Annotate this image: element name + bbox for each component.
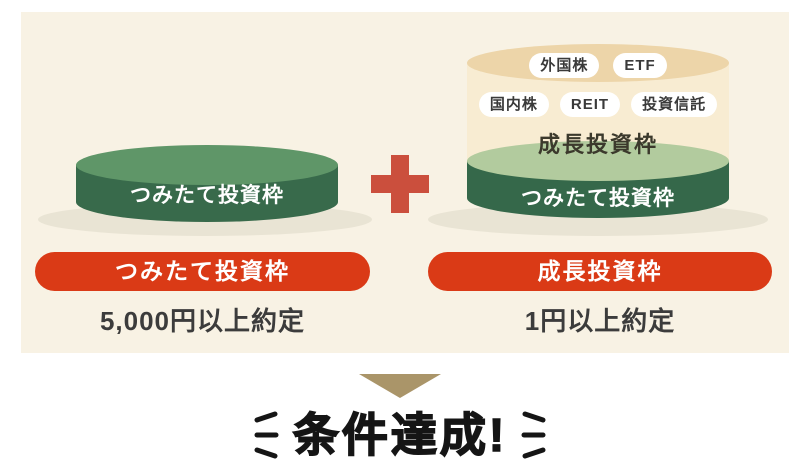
result-text: 条件達成! (292, 408, 508, 462)
plus-vertical-bar (391, 155, 409, 213)
tsumitate-cylinder-top (76, 145, 338, 185)
result-row: 条件達成! (0, 403, 800, 467)
emphasis-lines-right-icon (521, 411, 546, 459)
tag-investment-trust: 投資信託 (631, 92, 718, 117)
tsumitate-quota-badge: つみたて投資枠 (35, 252, 370, 291)
tag-foreign-stocks: 外国株 (529, 53, 600, 78)
tag-etf: ETF (613, 53, 667, 78)
growth-requirement: 1円以上約定 (524, 306, 676, 336)
tag-reit: REIT (559, 92, 621, 117)
tag-domestic-stocks: 国内株 (478, 92, 549, 117)
plus-icon (371, 155, 429, 213)
asset-tags-row-1: 外国株 ETF (467, 53, 729, 78)
emphasis-lines-left-icon (254, 411, 279, 459)
tsumitate-cylinder-label: つみたて投資枠 (130, 184, 284, 207)
right-tsumitate-cylinder-top (467, 141, 729, 181)
right-tsumitate-label: つみたて投資枠 (521, 187, 675, 210)
growth-quota-badge: 成長投資枠 (428, 252, 772, 291)
down-arrow-icon (359, 374, 441, 398)
asset-tags-row-2: 国内株 REIT 投資信託 (467, 92, 729, 117)
tsumitate-requirement: 5,000円以上約定 (99, 306, 306, 336)
growth-quota-label: 成長投資枠 (537, 132, 658, 157)
